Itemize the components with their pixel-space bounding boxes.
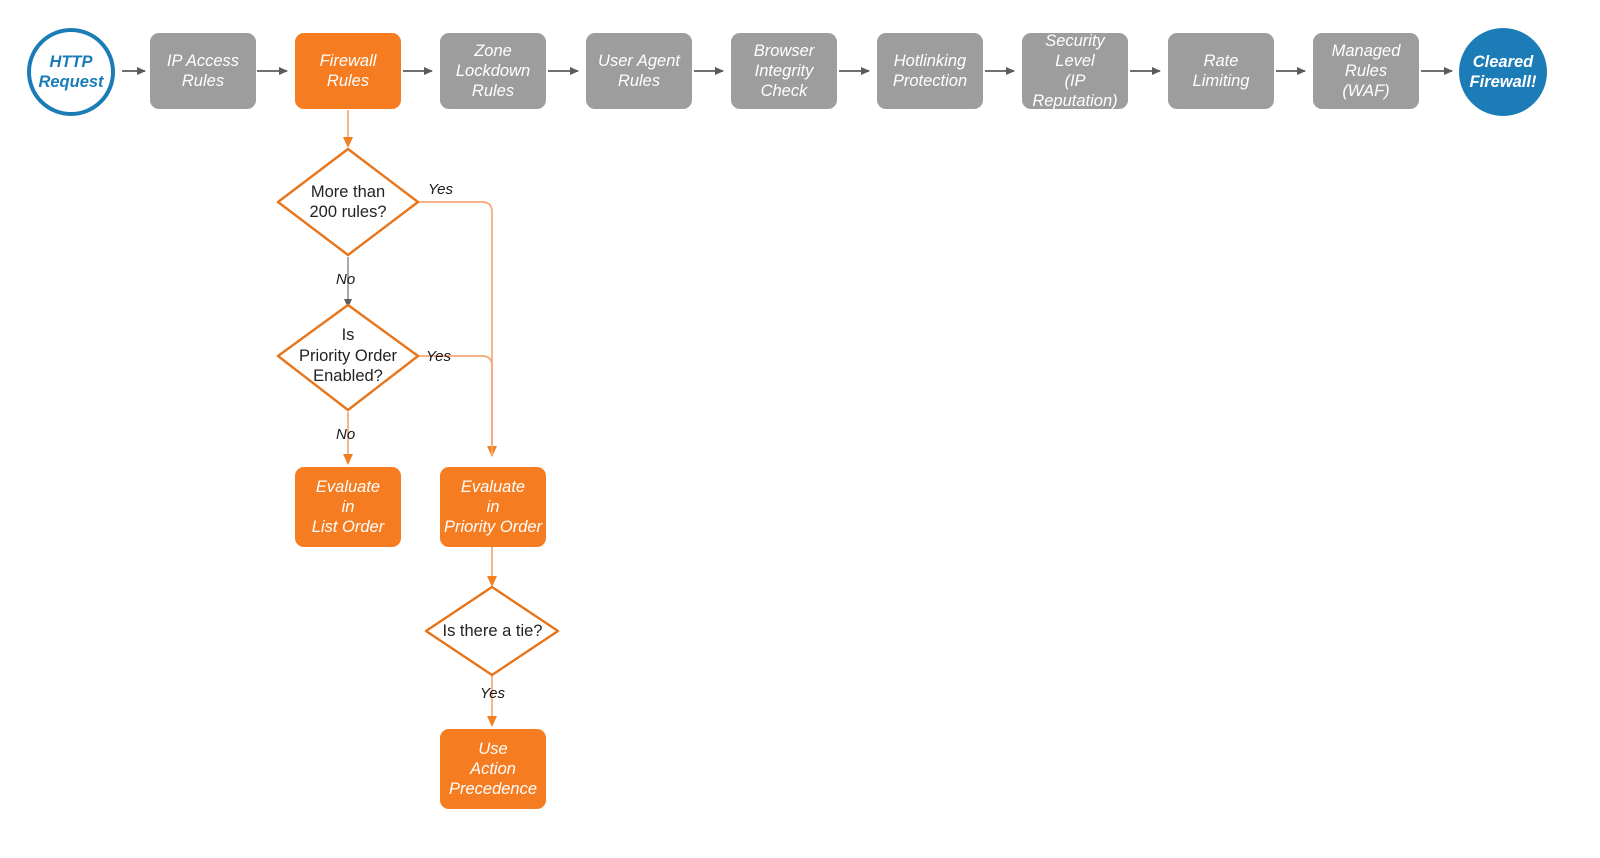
edge-label-tie-yes: Yes <box>480 685 506 702</box>
edge-label-priority-yes: Yes <box>426 348 452 365</box>
edge-label-priority-no: No <box>336 426 356 443</box>
edge-priority-yes <box>418 355 493 455</box>
node-managed-rules-waf[interactable]: Managed Rules (WAF) <box>1313 33 1419 109</box>
label-is-priority-order-enabled[interactable]: Is Priority Order Enabled? <box>298 326 398 386</box>
node-use-action-precedence[interactable]: Use Action Precedence <box>440 729 546 809</box>
label-is-there-a-tie[interactable]: Is there a tie? <box>442 621 543 640</box>
node-browser-integrity-check[interactable]: Browser Integrity Check <box>731 33 837 109</box>
node-security-level[interactable]: Security Level (IP Reputation) <box>1022 32 1128 110</box>
edge-label-more-rules-yes: Yes <box>428 181 454 198</box>
node-user-agent-rules[interactable]: User Agent Rules <box>586 33 692 109</box>
node-zone-lockdown-rules[interactable]: Zone Lockdown Rules <box>440 33 546 109</box>
node-evaluate-in-list-order[interactable]: Evaluate in List Order <box>295 467 401 547</box>
node-cleared-firewall[interactable]: Cleared Firewall! <box>1459 28 1547 116</box>
edge-label-more-rules-no: No <box>336 271 356 288</box>
node-http-request[interactable]: HTTP Request <box>27 28 115 116</box>
node-hotlinking-protection[interactable]: Hotlinking Protection <box>877 33 983 109</box>
node-firewall-rules[interactable]: Firewall Rules <box>295 33 401 109</box>
node-ip-access-rules[interactable]: IP Access Rules <box>150 33 256 109</box>
edge-more-rules-yes <box>418 201 497 457</box>
label-more-than-200-rules[interactable]: More than 200 rules? <box>309 182 387 221</box>
node-evaluate-in-priority-order[interactable]: Evaluate in Priority Order <box>440 467 546 547</box>
node-rate-limiting[interactable]: Rate Limiting <box>1168 33 1274 109</box>
